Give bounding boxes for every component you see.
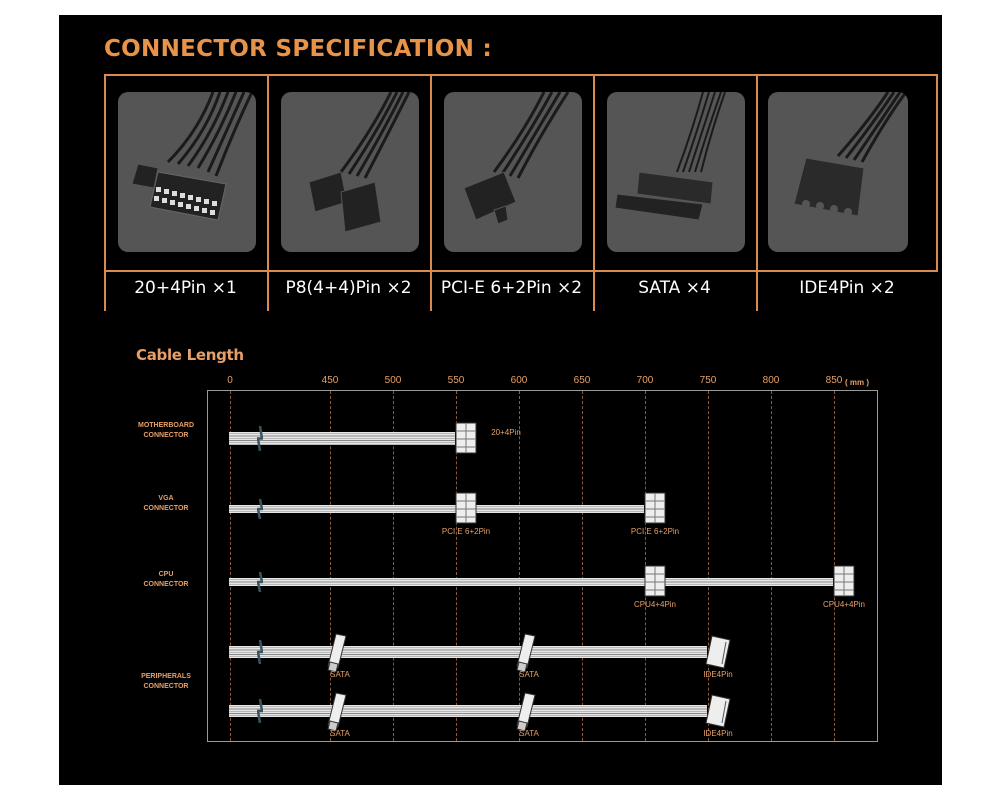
row-label: CPU CONNECTOR bbox=[120, 570, 212, 590]
grid-mid-border bbox=[104, 270, 938, 272]
connector-plug-icon bbox=[324, 691, 356, 735]
connector-card-pcie: PCI-E 6+2Pin ×2 bbox=[430, 74, 593, 311]
axis-tick-label: 800 bbox=[762, 375, 780, 386]
axis-tick-label: 500 bbox=[384, 375, 402, 386]
axis-break-icon bbox=[256, 698, 264, 724]
gridline bbox=[330, 391, 331, 741]
gridline bbox=[456, 391, 457, 741]
connector-label-pcie: PCI-E 6+2Pin ×2 bbox=[440, 278, 583, 298]
cable-bundle bbox=[229, 705, 707, 717]
connector-plug-icon bbox=[450, 419, 482, 463]
axis-tick-label: 550 bbox=[447, 375, 465, 386]
connector-length-label: SATA bbox=[330, 670, 350, 679]
row-label-line2: CONNECTOR bbox=[143, 581, 189, 588]
connector-length-label: PCI E 6+2Pin bbox=[630, 527, 680, 536]
row-label-line1: VGA bbox=[158, 495, 174, 502]
gridline bbox=[582, 391, 583, 741]
connector-plug-icon bbox=[513, 632, 545, 676]
cable-bundle bbox=[229, 432, 455, 445]
molex-connector-photo bbox=[768, 92, 908, 252]
atx-24pin-connector-photo bbox=[118, 92, 256, 252]
row-label-line1: MOTHERBOARD bbox=[138, 422, 194, 429]
connector-card-molex: IDE4Pin ×2 bbox=[756, 74, 938, 311]
axis-tick-label: 450 bbox=[321, 375, 339, 386]
cable-bundle bbox=[229, 578, 833, 586]
connector-length-label: SATA bbox=[330, 729, 350, 738]
row-label: VGA CONNECTOR bbox=[120, 494, 212, 514]
axis-break-icon bbox=[256, 571, 264, 593]
connector-length-label: IDE4Pin bbox=[703, 670, 733, 679]
connector-length-label: SATA bbox=[519, 729, 539, 738]
row-label: MOTHERBOARD CONNECTOR bbox=[120, 421, 212, 441]
grid-right-border bbox=[936, 74, 938, 272]
gridline bbox=[771, 391, 772, 741]
connector-length-label: 20+4Pin bbox=[491, 428, 521, 437]
cable-bundle bbox=[229, 505, 644, 513]
axis-tick-label: 650 bbox=[573, 375, 591, 386]
gridline bbox=[393, 391, 394, 741]
eps-8pin-connector-photo bbox=[281, 92, 419, 252]
connector-plug-icon bbox=[702, 632, 734, 676]
connector-plug-icon bbox=[702, 691, 734, 735]
connector-card-sata: SATA ×4 bbox=[593, 74, 756, 311]
connector-length-label: CPU4+4Pin bbox=[633, 600, 677, 609]
row-label-line1: CPU bbox=[158, 571, 174, 578]
connector-length-label: SATA bbox=[519, 670, 539, 679]
axis-tick-label: 600 bbox=[510, 375, 528, 386]
axis-break-icon bbox=[256, 498, 264, 520]
row-label-line1: PERIPHERALS bbox=[141, 673, 191, 680]
cable-length-frame bbox=[207, 390, 878, 742]
sata-connector-photo bbox=[607, 92, 745, 252]
grid-top-border bbox=[104, 74, 938, 76]
axis-tick-label: 850 bbox=[825, 375, 843, 386]
connector-length-label: IDE4Pin bbox=[703, 729, 733, 738]
connector-plug-icon bbox=[324, 632, 356, 676]
connector-plug-icon bbox=[639, 562, 671, 606]
axis-tick-label: 0 bbox=[227, 375, 233, 386]
connector-card-eps: P8(4+4)Pin ×2 bbox=[267, 74, 430, 311]
connector-label-sata: SATA ×4 bbox=[638, 278, 711, 298]
axis-unit: ( mm ) bbox=[845, 378, 869, 387]
connector-length-label: CPU4+4Pin bbox=[822, 600, 866, 609]
connector-grid: 20+4Pin ×1 P8(4+4)Pin ×2 P bbox=[104, 74, 938, 311]
connector-label-molex: IDE4Pin ×2 bbox=[799, 278, 895, 298]
connector-card-atx: 20+4Pin ×1 bbox=[104, 74, 267, 311]
connector-label-eps: P8(4+4)Pin ×2 bbox=[285, 278, 412, 298]
row-label-line2: CONNECTOR bbox=[143, 432, 189, 439]
gridline bbox=[708, 391, 709, 741]
row-label-line2: CONNECTOR bbox=[143, 505, 189, 512]
cable-length-title: Cable Length bbox=[136, 346, 244, 364]
connector-plug-icon bbox=[828, 562, 860, 606]
row-label: PERIPHERALS CONNECTOR bbox=[120, 672, 212, 692]
axis-break-icon bbox=[256, 425, 264, 452]
gridline bbox=[519, 391, 520, 741]
gridline bbox=[230, 391, 231, 741]
connector-plug-icon bbox=[450, 489, 482, 533]
connector-plug-icon bbox=[639, 489, 671, 533]
axis-tick-label: 750 bbox=[699, 375, 717, 386]
pcie-8pin-connector-photo bbox=[444, 92, 582, 252]
connector-plug-icon bbox=[513, 691, 545, 735]
axis-tick-label: 700 bbox=[636, 375, 654, 386]
axis-break-icon bbox=[256, 639, 264, 665]
connector-length-label: PCI E 6+2Pin bbox=[441, 527, 491, 536]
connector-label-atx: 20+4Pin ×1 bbox=[134, 278, 237, 298]
cable-bundle bbox=[229, 646, 707, 658]
row-label-line2: CONNECTOR bbox=[143, 683, 189, 690]
page-title: CONNECTOR SPECIFICATION : bbox=[104, 36, 492, 62]
